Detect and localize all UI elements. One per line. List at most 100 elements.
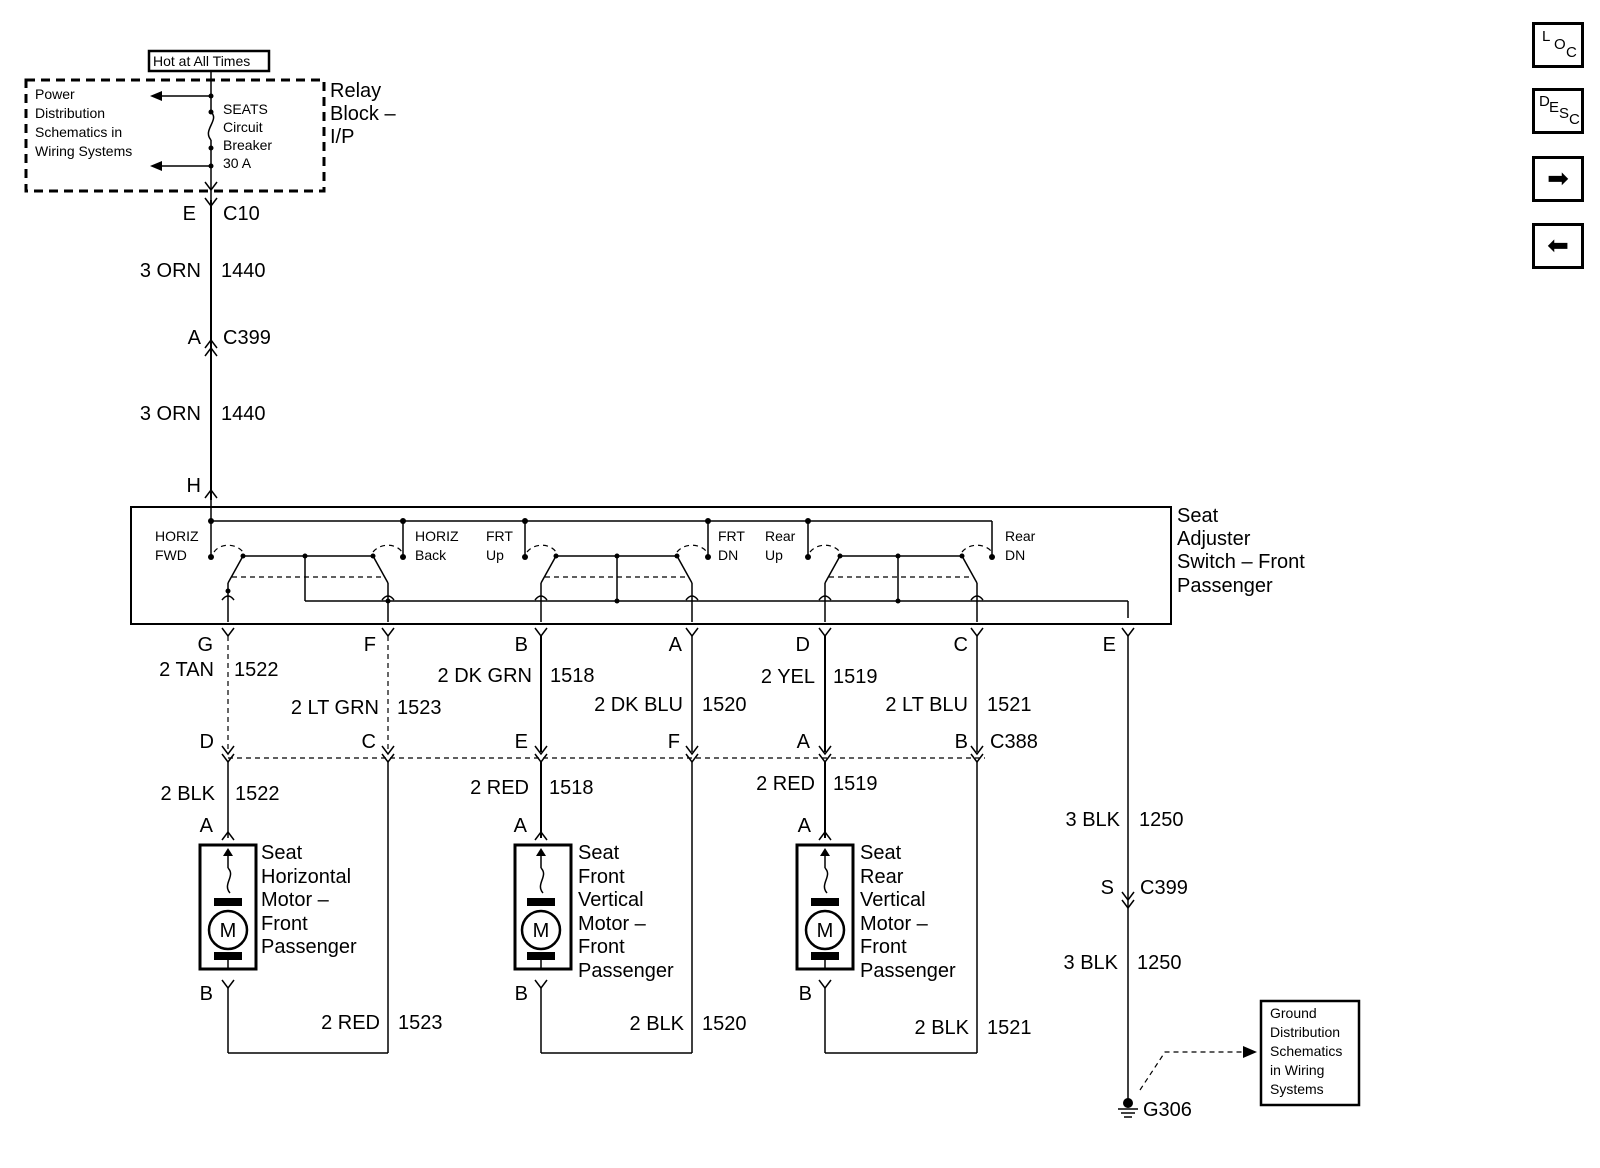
motor-pin-b: B xyxy=(799,983,812,1005)
g306-label: G306 xyxy=(1143,1099,1192,1121)
breaker-label-2: Circuit xyxy=(223,119,263,135)
arrow-right-icon: ➡ xyxy=(1547,163,1569,193)
switch-outline xyxy=(130,506,1172,625)
wire-return-1521-color: 2 BLK xyxy=(915,1017,970,1039)
power-dist-label-1: Power xyxy=(35,86,75,102)
loc-letter-l: L xyxy=(1542,28,1551,45)
motor-rear-label-2: Rear xyxy=(860,866,904,888)
motor-pin-b: B xyxy=(515,983,528,1005)
motor-rear-label-6: Passenger xyxy=(860,960,956,982)
switch-title-3: Switch – Front xyxy=(1177,551,1305,573)
wire-1250-circuit-lower: 1250 xyxy=(1137,952,1182,974)
motor-m-label: M xyxy=(533,920,550,942)
switch-title-4: Passenger xyxy=(1177,575,1273,597)
c388-connector-label: C388 xyxy=(990,731,1038,753)
motor-housing xyxy=(513,843,573,971)
c399-pin-s: S xyxy=(1101,877,1114,899)
wire-1440-circuit-lower: 1440 xyxy=(221,403,266,425)
wire-1520-circuit: 1520 xyxy=(702,694,747,716)
loc-button[interactable]: L O C xyxy=(1532,22,1584,68)
motor-horiz-label-4: Front xyxy=(261,913,308,935)
wire-1440-color-upper: 3 ORN xyxy=(140,260,201,282)
frt-up-label-1: FRT xyxy=(486,528,513,544)
c388-pin-d: D xyxy=(200,731,214,753)
motor-pin-b: B xyxy=(200,983,213,1005)
wire-1522-color: 2 TAN xyxy=(159,659,214,681)
wire-1521-color: 2 LT BLU xyxy=(885,694,968,716)
ground-circuit: 3 BLK 1250 S C399 3 BLK 1250 G306 Ground… xyxy=(1064,636,1361,1121)
wire-lower-1518-color: 2 RED xyxy=(470,777,529,799)
wire-1440-circuit-upper: 1440 xyxy=(221,260,266,282)
feed-circuit: E C10 3 ORN 1440 A C399 3 ORN 1440 H xyxy=(140,181,271,500)
motor-horiz-label-3: Motor – xyxy=(261,889,330,911)
wire-lower-1519-circuit: 1519 xyxy=(833,773,878,795)
next-button[interactable]: ➡ xyxy=(1532,156,1584,202)
pin-d: D xyxy=(796,634,810,656)
c388-pin-e: E xyxy=(515,731,528,753)
wire-1518-color: 2 DK GRN xyxy=(438,665,532,687)
wire-1522-circuit: 1522 xyxy=(234,659,279,681)
c388-pin-a: A xyxy=(797,731,811,753)
pin-f: F xyxy=(364,634,376,656)
wire-return-1523-circuit: 1523 xyxy=(398,1012,443,1034)
wire-return-1521-circuit: 1521 xyxy=(987,1017,1032,1039)
switch-title-1: Seat xyxy=(1177,505,1219,527)
motor-front-label-3: Vertical xyxy=(578,889,644,911)
motor-rear-label-1: Seat xyxy=(860,842,902,864)
relay-block-title-3: I/P xyxy=(330,126,354,148)
rear-dn-label-1: Rear xyxy=(1005,528,1036,544)
wire-1519-color: 2 YEL xyxy=(761,666,815,688)
pin-g: G xyxy=(197,634,213,656)
motor-m-label: M xyxy=(817,920,834,942)
wire-1250-color-lower: 3 BLK xyxy=(1064,952,1119,974)
wire-lower-1522-color: 2 BLK xyxy=(161,783,216,805)
ground-dist-label-1: Ground xyxy=(1270,1005,1317,1021)
ground-dist-label-5: Systems xyxy=(1270,1081,1324,1097)
power-dist-label-3: Schematics in xyxy=(35,124,122,140)
motor-horiz-label-2: Horizontal xyxy=(261,866,351,888)
c10-connector-label: C10 xyxy=(223,203,260,225)
motor-front-label-4: Motor – xyxy=(578,913,647,935)
relay-block-outline xyxy=(24,78,326,193)
wire-return-1520-circuit: 1520 xyxy=(702,1013,747,1035)
rear-up-label-2: Up xyxy=(765,547,783,563)
wire-lower-1522-circuit: 1522 xyxy=(235,783,280,805)
horiz-fwd-label-1: HORIZ xyxy=(155,528,199,544)
breaker-label-1: SEATS xyxy=(223,101,268,117)
arrow-left-icon xyxy=(150,91,162,101)
wire-1250-color-upper: 3 BLK xyxy=(1066,809,1121,831)
pin-b: B xyxy=(515,634,528,656)
motor-front-label-5: Front xyxy=(578,936,625,958)
motor-rear-label-3: Vertical xyxy=(860,889,926,911)
ground-dist-label-3: Schematics xyxy=(1270,1043,1342,1059)
frt-dn-label-2: DN xyxy=(718,547,738,563)
output-wires: G F B A D C E 2 TAN 1522 2 LT GRN 1523 2… xyxy=(159,627,1135,1053)
loc-letter-c: C xyxy=(1566,44,1577,61)
rear-up-label-1: Rear xyxy=(765,528,796,544)
desc-button[interactable]: D E S C xyxy=(1532,88,1584,134)
horiz-back-label-2: Back xyxy=(415,547,447,563)
wire-1518-circuit: 1518 xyxy=(550,665,595,687)
relay-block-title-1: Relay xyxy=(330,80,381,102)
desc-letter-d: D xyxy=(1539,93,1550,110)
ground-distribution-box xyxy=(1259,999,1361,1107)
motor-front-vertical: A M B Seat Front Vertical Motor – Front … xyxy=(513,815,747,1054)
previous-button[interactable]: ⬅ xyxy=(1532,223,1584,269)
wire-lower-1519-color: 2 RED xyxy=(756,773,815,795)
loc-letter-o: O xyxy=(1554,36,1566,53)
hot-at-all-times-box xyxy=(147,49,271,73)
desc-letter-c: C xyxy=(1569,111,1580,128)
relay-block: Hot at All Times Power Distribution Sche… xyxy=(24,49,396,200)
motor-front-label-2: Front xyxy=(578,866,625,888)
arrow-left-icon: ⬅ xyxy=(1547,230,1569,260)
motor-pin-a: A xyxy=(200,815,214,837)
ground-symbol-icon xyxy=(1123,1098,1133,1108)
c399-pin-a: A xyxy=(188,327,202,349)
power-dist-label-4: Wiring Systems xyxy=(35,143,132,159)
wire-1440-color-lower: 3 ORN xyxy=(140,403,201,425)
breaker-label-4: 30 A xyxy=(223,155,252,171)
wire-1521-circuit: 1521 xyxy=(987,694,1032,716)
pin-e: E xyxy=(1103,634,1116,656)
motor-front-label-1: Seat xyxy=(578,842,620,864)
